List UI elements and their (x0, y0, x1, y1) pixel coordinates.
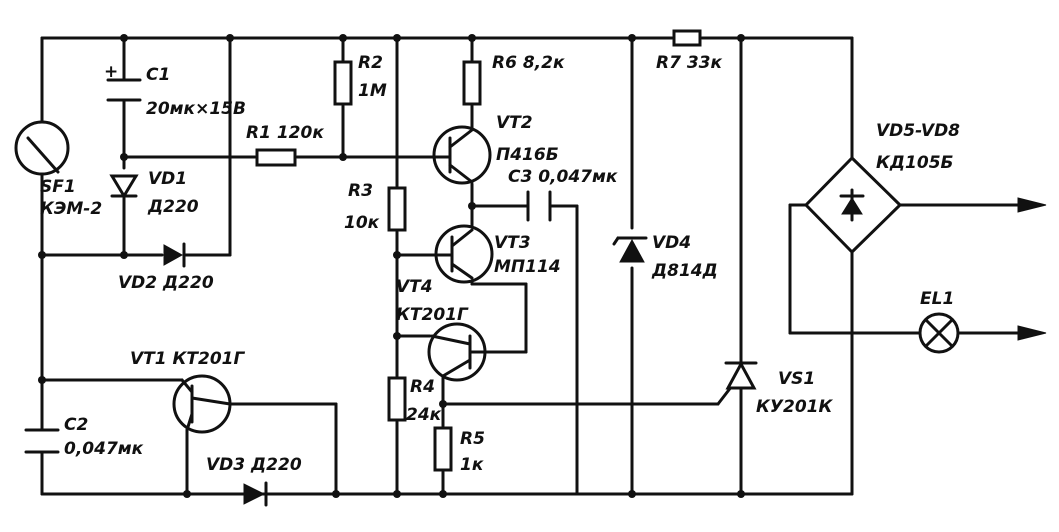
c3-label: С3 0,047мк (508, 167, 618, 187)
junction-dot (468, 202, 476, 210)
junction-dot (737, 490, 745, 498)
vd4-name-label: VD4 (652, 233, 691, 253)
vd1-diode (109, 174, 139, 199)
junction-dot (468, 34, 476, 42)
vd5-vd8-name-label: VD5-VD8 (876, 121, 960, 141)
r6-resistor (462, 60, 482, 106)
c2-name-label: С2 (64, 415, 88, 435)
vt4-transistor (427, 322, 490, 382)
vt1-transistor (172, 374, 232, 434)
sf1-reed-switch (14, 120, 70, 176)
r1-resistor (255, 148, 297, 167)
junction-dot (393, 251, 401, 259)
junction-dot (183, 490, 191, 498)
vd5-vd8-type-label: КД105Б (876, 153, 954, 173)
vd1-name-label: VD1 (148, 169, 187, 189)
r5-resistor (433, 426, 453, 472)
vd4-type-label: Д814Д (651, 261, 718, 281)
r4-name-label: R4 (410, 377, 435, 397)
r7-resistor (672, 29, 702, 47)
vt3-type-label: МП114 (494, 257, 561, 277)
junction-dot (439, 400, 447, 408)
output-arrow-bottom (1017, 325, 1047, 341)
vt4-type-label: КТ201Г (396, 305, 469, 325)
r2-resistor (333, 60, 353, 106)
wires (40, 36, 1020, 496)
c1-name-label: C1 (146, 65, 170, 85)
c1-plus-sign: + (104, 62, 118, 82)
vs1-name-label: VS1 (778, 369, 815, 389)
junction-dot (339, 153, 347, 161)
vd5-vd8-diode-bridge (803, 155, 903, 255)
junction-dot (339, 34, 347, 42)
vd1-type-label: Д220 (147, 197, 199, 217)
c3-capacitor (526, 190, 552, 222)
component-labels: + C1 20мк×15В R2 1M R6 8,2к R7 33к R1 12… (40, 53, 960, 475)
junction-dot (120, 153, 128, 161)
junction-dot (120, 251, 128, 259)
junction-dot (226, 34, 234, 42)
r4-resistor (387, 376, 407, 422)
r2-value-label: 1M (358, 81, 387, 101)
r3-value-label: 10к (344, 213, 380, 233)
junction-dot (393, 332, 401, 340)
junction-dot (737, 34, 745, 42)
vt3-transistor (434, 224, 494, 284)
vt4-name-label: VT4 (396, 277, 433, 297)
vd4-zener-diode (612, 236, 648, 263)
junction-dot (628, 490, 636, 498)
vd2-diode (163, 242, 186, 268)
vt1-label: VT1 КТ201Г (130, 349, 245, 369)
junction-dot (439, 490, 447, 498)
r3-name-label: R3 (348, 181, 373, 201)
vd3-label: VD3 Д220 (206, 455, 302, 475)
junction-dot (38, 376, 46, 384)
r7-label: R7 33к (656, 53, 722, 73)
r6-label: R6 8,2к (492, 53, 565, 73)
c2-value-label: 0,047мк (64, 439, 144, 459)
junction-dots (38, 34, 745, 498)
vd2-label: VD2 Д220 (118, 273, 214, 293)
r5-name-label: R5 (460, 429, 485, 449)
sf1-name-label: SF1 (40, 177, 76, 197)
junction-dot (628, 34, 636, 42)
r3-resistor (387, 186, 407, 232)
vt2-transistor (432, 125, 492, 185)
junction-dot (332, 490, 340, 498)
junction-dot (120, 34, 128, 42)
junction-dot (393, 490, 401, 498)
vs1-thyristor (724, 360, 758, 390)
c1-value-label: 20мк×15В (146, 99, 246, 119)
r1-label: R1 120к (246, 123, 324, 143)
r5-value-label: 1к (460, 455, 484, 475)
vs1-type-label: КУ201К (756, 397, 833, 417)
el1-lamp (918, 312, 960, 354)
output-arrow-top (1017, 197, 1047, 213)
vt2-type-label: П416Б (496, 145, 559, 165)
junction-dot (393, 34, 401, 42)
c1-capacitor (106, 78, 142, 102)
vt3-name-label: VT3 (494, 233, 531, 253)
c2-capacitor (24, 428, 60, 454)
vt2-name-label: VT2 (496, 113, 533, 133)
el1-label: EL1 (920, 289, 954, 309)
junction-dot (38, 251, 46, 259)
vd3-diode (243, 481, 268, 507)
sf1-type-label: КЭМ-2 (40, 199, 102, 219)
r2-name-label: R2 (358, 53, 383, 73)
r4-value-label: 24к (406, 405, 442, 425)
